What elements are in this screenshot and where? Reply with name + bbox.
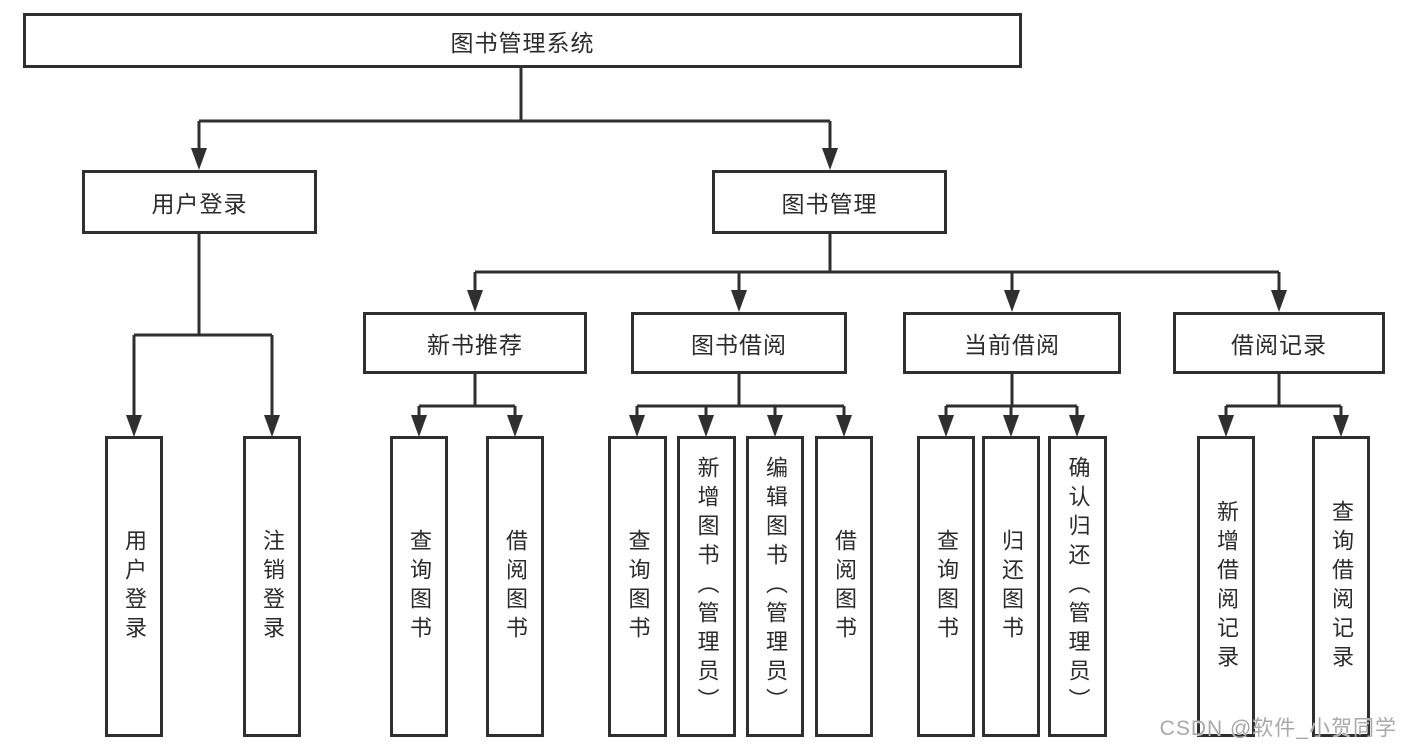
node-new-book-recommend: 新书推荐	[363, 312, 587, 374]
node-label: 图书管理系统	[450, 29, 595, 56]
node-label: 图书借阅	[691, 332, 787, 358]
connector-arrowheads	[126, 148, 1349, 437]
node-label: 用户登录	[122, 528, 147, 645]
node-label: 查询图书	[625, 528, 651, 645]
leaf-records-add-borrow-record: 新增借阅记录	[1197, 436, 1255, 737]
node-book-borrowing: 图书借阅	[631, 312, 847, 374]
leaf-user-login: 用户登录	[105, 436, 163, 737]
node-label: 查询图书	[934, 528, 959, 645]
node-label: 借阅记录	[1231, 332, 1327, 358]
leaf-records-query-borrow-record: 查询借阅记录	[1312, 436, 1370, 737]
node-label: 确认归还（管理员）	[1065, 456, 1091, 717]
leaf-borrowing-borrow-books: 借阅图书	[815, 436, 873, 737]
leaf-current-confirm-return-admin: 确认归还（管理员）	[1048, 436, 1107, 737]
node-current-borrowing: 当前借阅	[903, 312, 1121, 374]
node-label: 归还图书	[999, 528, 1024, 645]
node-label: 新书推荐	[427, 332, 523, 358]
leaf-logout-login: 注销登录	[243, 436, 301, 737]
leaf-borrowing-add-book-admin: 新增图书（管理员）	[677, 436, 736, 737]
leaf-current-query-books: 查询图书	[917, 436, 975, 737]
leaf-borrowing-edit-book-admin: 编辑图书（管理员）	[746, 436, 804, 737]
node-label: 注销登录	[260, 528, 285, 645]
leaf-newbooks-borrow-books: 借阅图书	[486, 436, 544, 737]
node-borrowing-records: 借阅记录	[1173, 312, 1385, 374]
node-label: 用户登录	[151, 191, 248, 217]
node-label: 新增借阅记录	[1214, 499, 1239, 674]
leaf-newbooks-query-books: 查询图书	[390, 436, 448, 737]
connector-lines	[132, 68, 1343, 418]
node-label: 图书管理	[781, 191, 878, 217]
watermark: CSDN @软件_小贺同学	[1159, 717, 1397, 740]
node-label: 查询图书	[407, 528, 432, 645]
node-label: 借阅图书	[832, 528, 857, 645]
node-label: 当前借阅	[964, 332, 1060, 358]
node-label: 查询借阅记录	[1329, 499, 1354, 674]
node-book-management-system: 图书管理系统	[23, 13, 1022, 68]
node-label: 新增图书（管理员）	[694, 456, 720, 717]
node-label: 借阅图书	[503, 528, 528, 645]
leaf-current-return-books: 归还图书	[982, 436, 1040, 737]
leaf-borrowing-query-books: 查询图书	[608, 436, 667, 737]
node-book-management: 图书管理	[712, 170, 947, 234]
node-label: 编辑图书（管理员）	[763, 456, 788, 717]
node-user-login: 用户登录	[82, 170, 317, 234]
